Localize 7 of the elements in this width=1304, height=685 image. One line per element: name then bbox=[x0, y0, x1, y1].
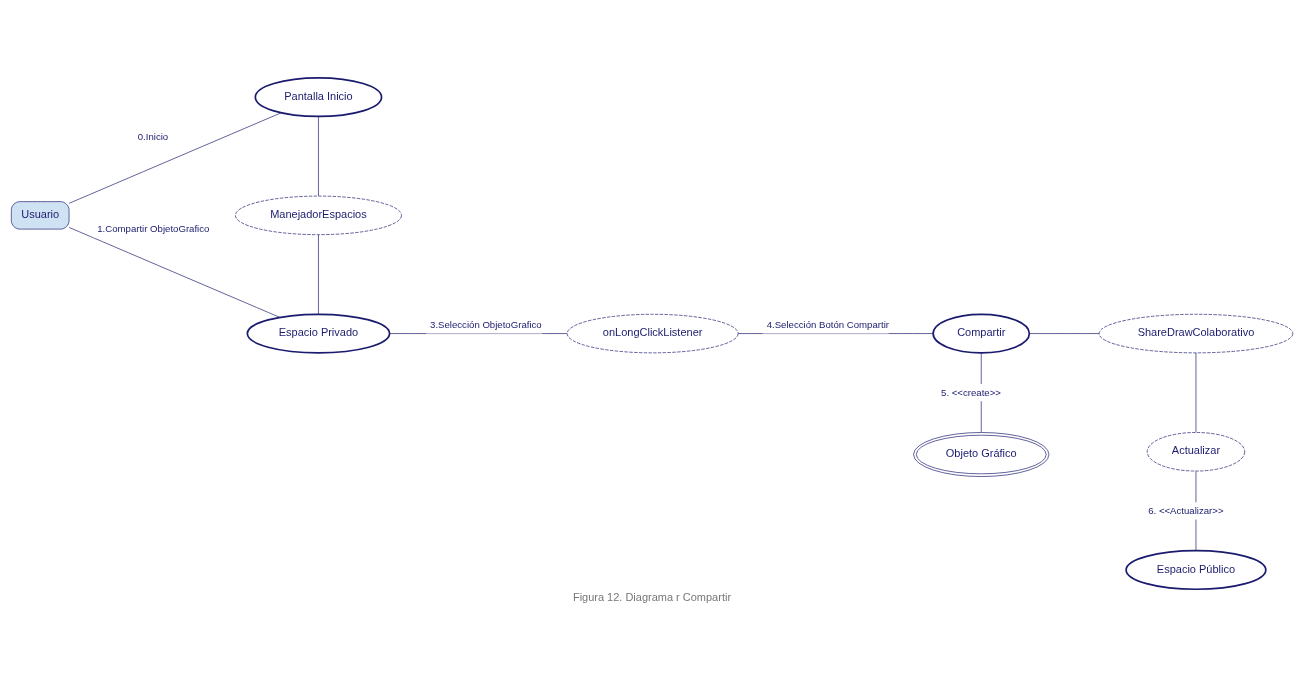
edge-label: 3.Selección ObjetoGrafico bbox=[430, 318, 542, 330]
edge-label: 1.Compartir ObjetoGrafico bbox=[97, 223, 210, 235]
edge-label: 4.Selección Botón Compartir bbox=[766, 318, 890, 330]
edge-label: 5. <<create>> bbox=[941, 386, 1001, 398]
edge-label: 0.Inicio bbox=[137, 131, 169, 143]
edge-label: 6. <<Actualizar>> bbox=[1148, 504, 1224, 516]
caption: Figura 12. Diagrama r Compartir bbox=[572, 590, 732, 603]
